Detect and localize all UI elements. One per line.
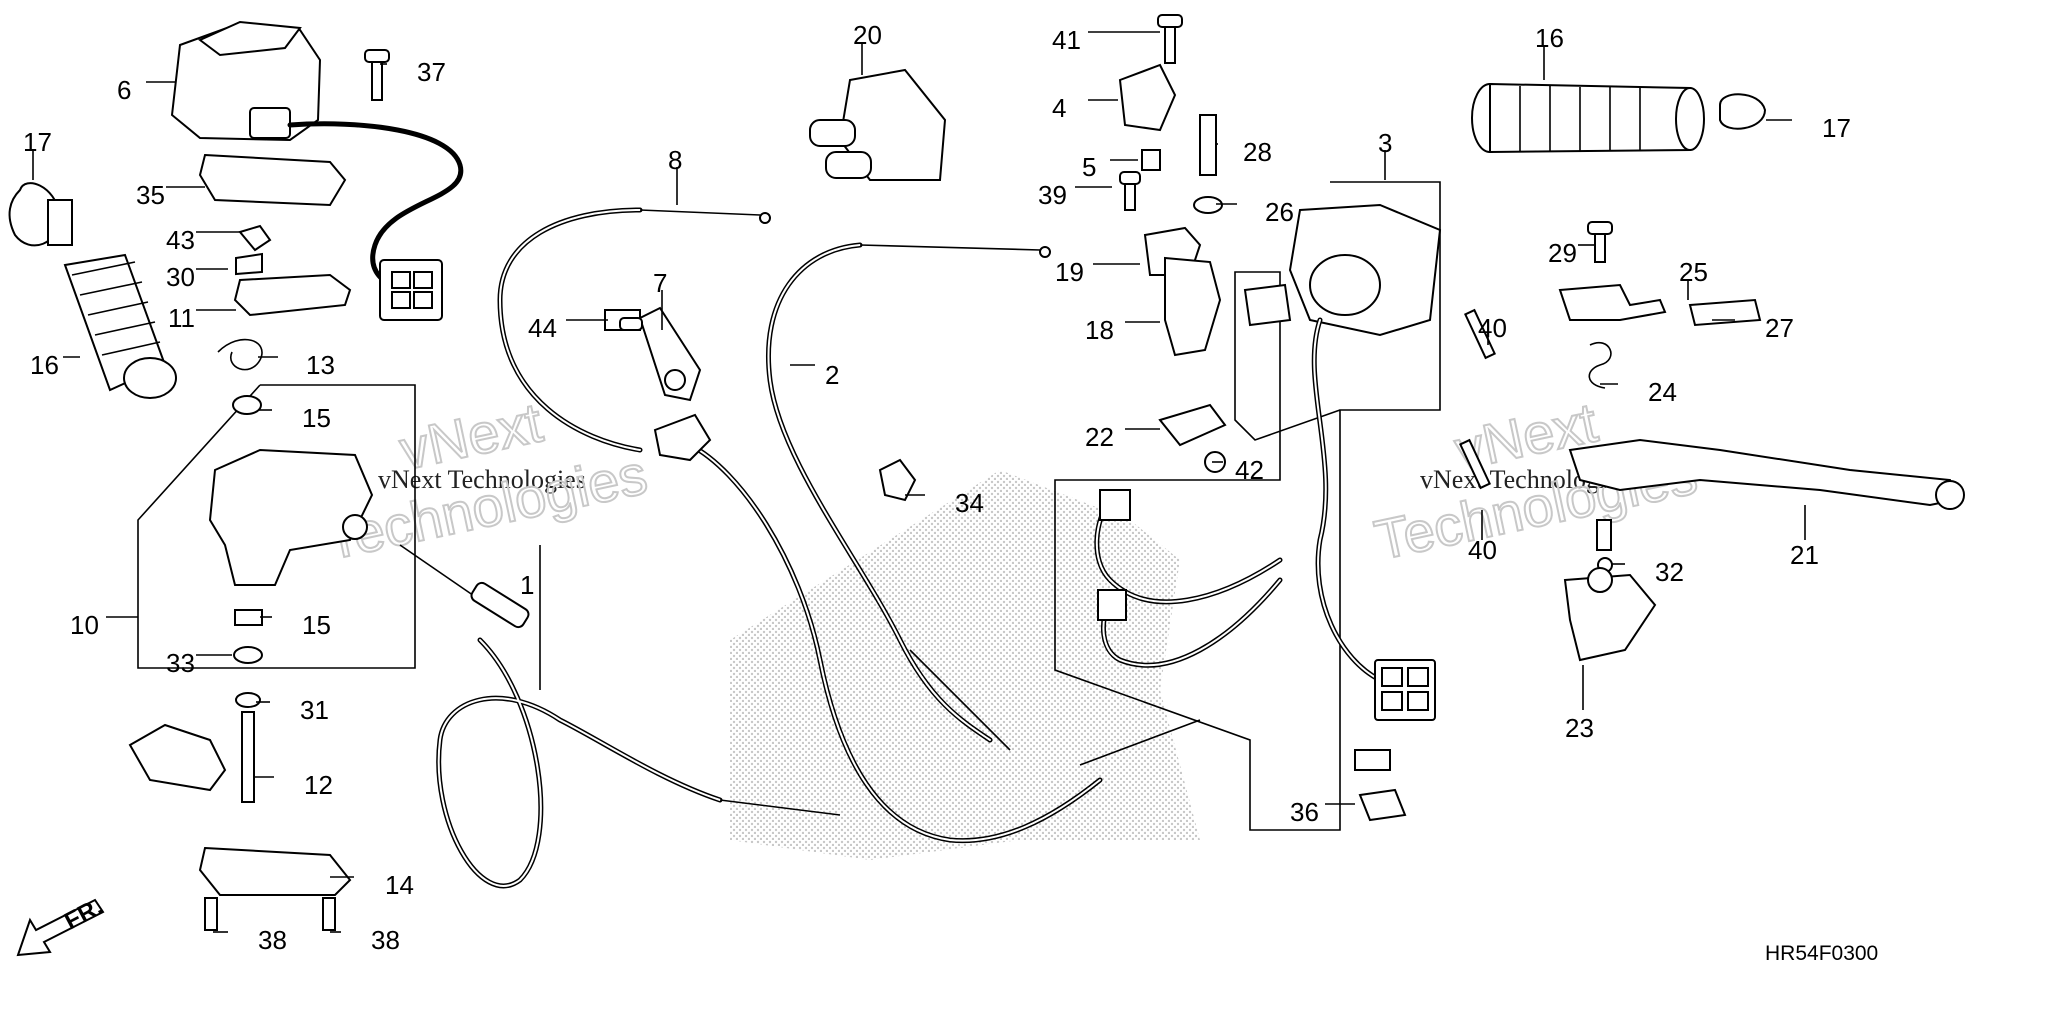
callout-40: 40 <box>1478 313 1507 343</box>
wire-harness-part <box>1094 283 1436 822</box>
callout-4: 4 <box>1052 93 1066 123</box>
callout-38: 38 <box>258 925 287 955</box>
callout-25: 25 <box>1679 257 1708 287</box>
brake-lever-part <box>1558 283 1965 662</box>
clamps-and-brackets <box>604 306 917 502</box>
callout-6: 6 <box>117 75 131 105</box>
callout-2: 2 <box>825 360 839 390</box>
callout-26: 26 <box>1265 197 1294 227</box>
grip-left-part <box>8 182 177 399</box>
callout-16: 16 <box>1535 23 1564 53</box>
callout-36: 36 <box>1290 797 1319 827</box>
throttle-housing-part <box>170 20 464 321</box>
callout-18: 18 <box>1085 315 1114 345</box>
diagram-code: HR54F0300 <box>1765 942 1878 965</box>
callout-35: 35 <box>136 180 165 210</box>
callout-44: 44 <box>528 313 557 343</box>
callout-17: 17 <box>23 127 52 157</box>
callout-10: 10 <box>70 610 99 640</box>
callout-33: 33 <box>166 648 195 678</box>
callout-5: 5 <box>1082 152 1096 182</box>
bolts <box>364 14 1613 490</box>
callout-3: 3 <box>1378 128 1392 158</box>
callout-17: 17 <box>1822 113 1851 143</box>
callout-24: 24 <box>1648 377 1677 407</box>
callout-28: 28 <box>1243 137 1272 167</box>
halftone-background <box>730 470 1200 860</box>
callout-15: 15 <box>302 403 331 433</box>
callout-31: 31 <box>300 695 329 725</box>
callout-1: 1 <box>520 570 534 600</box>
callout-42: 42 <box>1235 455 1264 485</box>
cables <box>399 207 1201 889</box>
group-outlines <box>137 181 1441 831</box>
callout-16: 16 <box>30 350 59 380</box>
callout-40: 40 <box>1468 535 1497 565</box>
callout-37: 37 <box>417 57 446 87</box>
callout-14: 14 <box>385 870 414 900</box>
callout-30: 30 <box>166 262 195 292</box>
svg-text:vNext Technologies: vNext Technologies <box>378 465 586 494</box>
callout-7: 7 <box>653 268 667 298</box>
callout-22: 22 <box>1085 422 1114 452</box>
callout-27: 27 <box>1765 313 1794 343</box>
small-parts-left <box>128 224 374 931</box>
callout-15: 15 <box>302 610 331 640</box>
callout-41: 41 <box>1052 25 1081 55</box>
grip-right-part <box>1471 82 1767 154</box>
callout-38: 38 <box>371 925 400 955</box>
switch-assembly-part <box>1118 63 1442 473</box>
callout-11: 11 <box>168 303 195 333</box>
callout-12: 12 <box>304 770 333 800</box>
callout-39: 39 <box>1038 180 1067 210</box>
front-direction-arrow-icon: FR. <box>16 893 107 957</box>
callout-34: 34 <box>955 488 984 518</box>
callout-43: 43 <box>166 225 195 255</box>
callout-20: 20 <box>853 20 882 50</box>
callout-19: 19 <box>1055 257 1084 287</box>
callout-32: 32 <box>1655 557 1684 587</box>
callout-29: 29 <box>1548 238 1577 268</box>
callout-8: 8 <box>668 145 682 175</box>
callout-13: 13 <box>306 350 335 380</box>
switch-cover-part <box>809 68 947 181</box>
callout-21: 21 <box>1790 540 1819 570</box>
callout-23: 23 <box>1565 713 1594 743</box>
